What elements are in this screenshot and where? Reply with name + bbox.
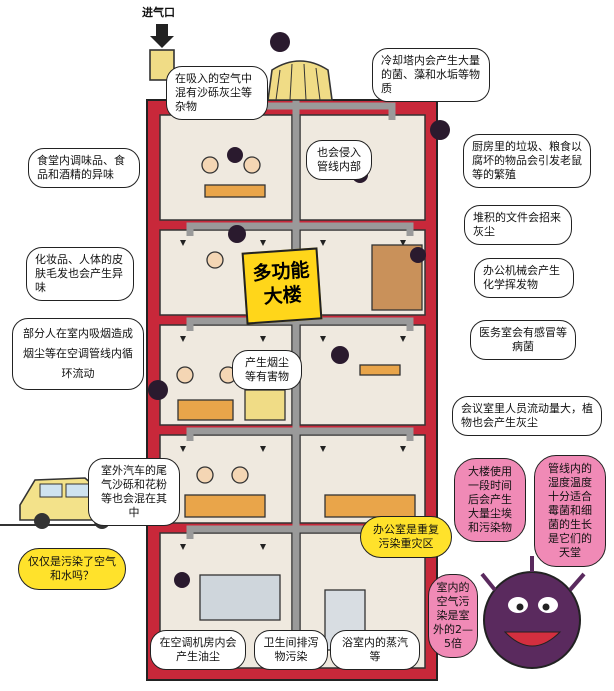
callout-kitchen: 厨房里的垃圾、粮食以腐坏的物品会引发老鼠等的繁殖 (463, 134, 591, 188)
germ-monster-icon (480, 556, 586, 669)
callout-cosmetics: 化妆品、人体的皮肤毛发也会产生异味 (26, 247, 134, 301)
callout-duct-humidity: 管线内的湿度温度十分适合霉菌和细菌的生长是它们的天堂 (534, 455, 606, 567)
callout-toilet: 卫生间排泻物污染 (254, 630, 328, 670)
callout-bathroom: 浴室内的蒸汽等 (330, 630, 420, 670)
floor-1-left (159, 114, 293, 221)
airflow-arrows (180, 240, 406, 550)
callout-indoor-ratio: 室内的空气污染是室外的2—5倍 (428, 574, 478, 658)
callout-car-exhaust: 室外汽车的尾气沙砾和花粉等也会混在其中 (88, 458, 180, 526)
callout-duct-enter: 也会侵入管线内部 (306, 140, 372, 180)
callout-documents: 堆积的文件会招来灰尘 (464, 205, 572, 245)
callout-cooling-tower: 冷却塔内会产生大量的菌、藻和水垢等物质 (372, 48, 490, 102)
air-inlet (149, 24, 175, 81)
callout-smoking: 部分人在室内吸烟造成烟尘等在空调管线内循环流动 (12, 318, 144, 390)
callout-restaurant: 食堂内调味品、食品和酒精的异味 (28, 148, 140, 188)
callout-question: 仅仅是污染了空气和水吗？ (18, 548, 126, 590)
callout-building-dust: 大楼使用一段时间后会产生大量尘埃和污染物 (454, 458, 526, 542)
callout-intake-air: 在吸入的空气中混有沙砾灰尘等杂物 (166, 66, 268, 120)
callout-smoke-harmful: 产生烟尘等有害物 (232, 350, 302, 390)
callout-office-zone: 办公室是重复污染重灾区 (360, 516, 452, 558)
cooling-tower (267, 60, 333, 101)
inlet-label: 进气口 (142, 6, 175, 19)
callout-meeting: 会议室里人员流动量大，植物也会产生灰尘 (452, 396, 602, 436)
building-sign: 多功能大楼 (241, 247, 323, 325)
callout-ac-room: 在空调机房内会产生油尘 (150, 630, 246, 670)
callout-clinic: 医务室会有感冒等病菌 (470, 320, 576, 360)
callout-office-machines: 办公机械会产生化学挥发物 (474, 258, 574, 298)
